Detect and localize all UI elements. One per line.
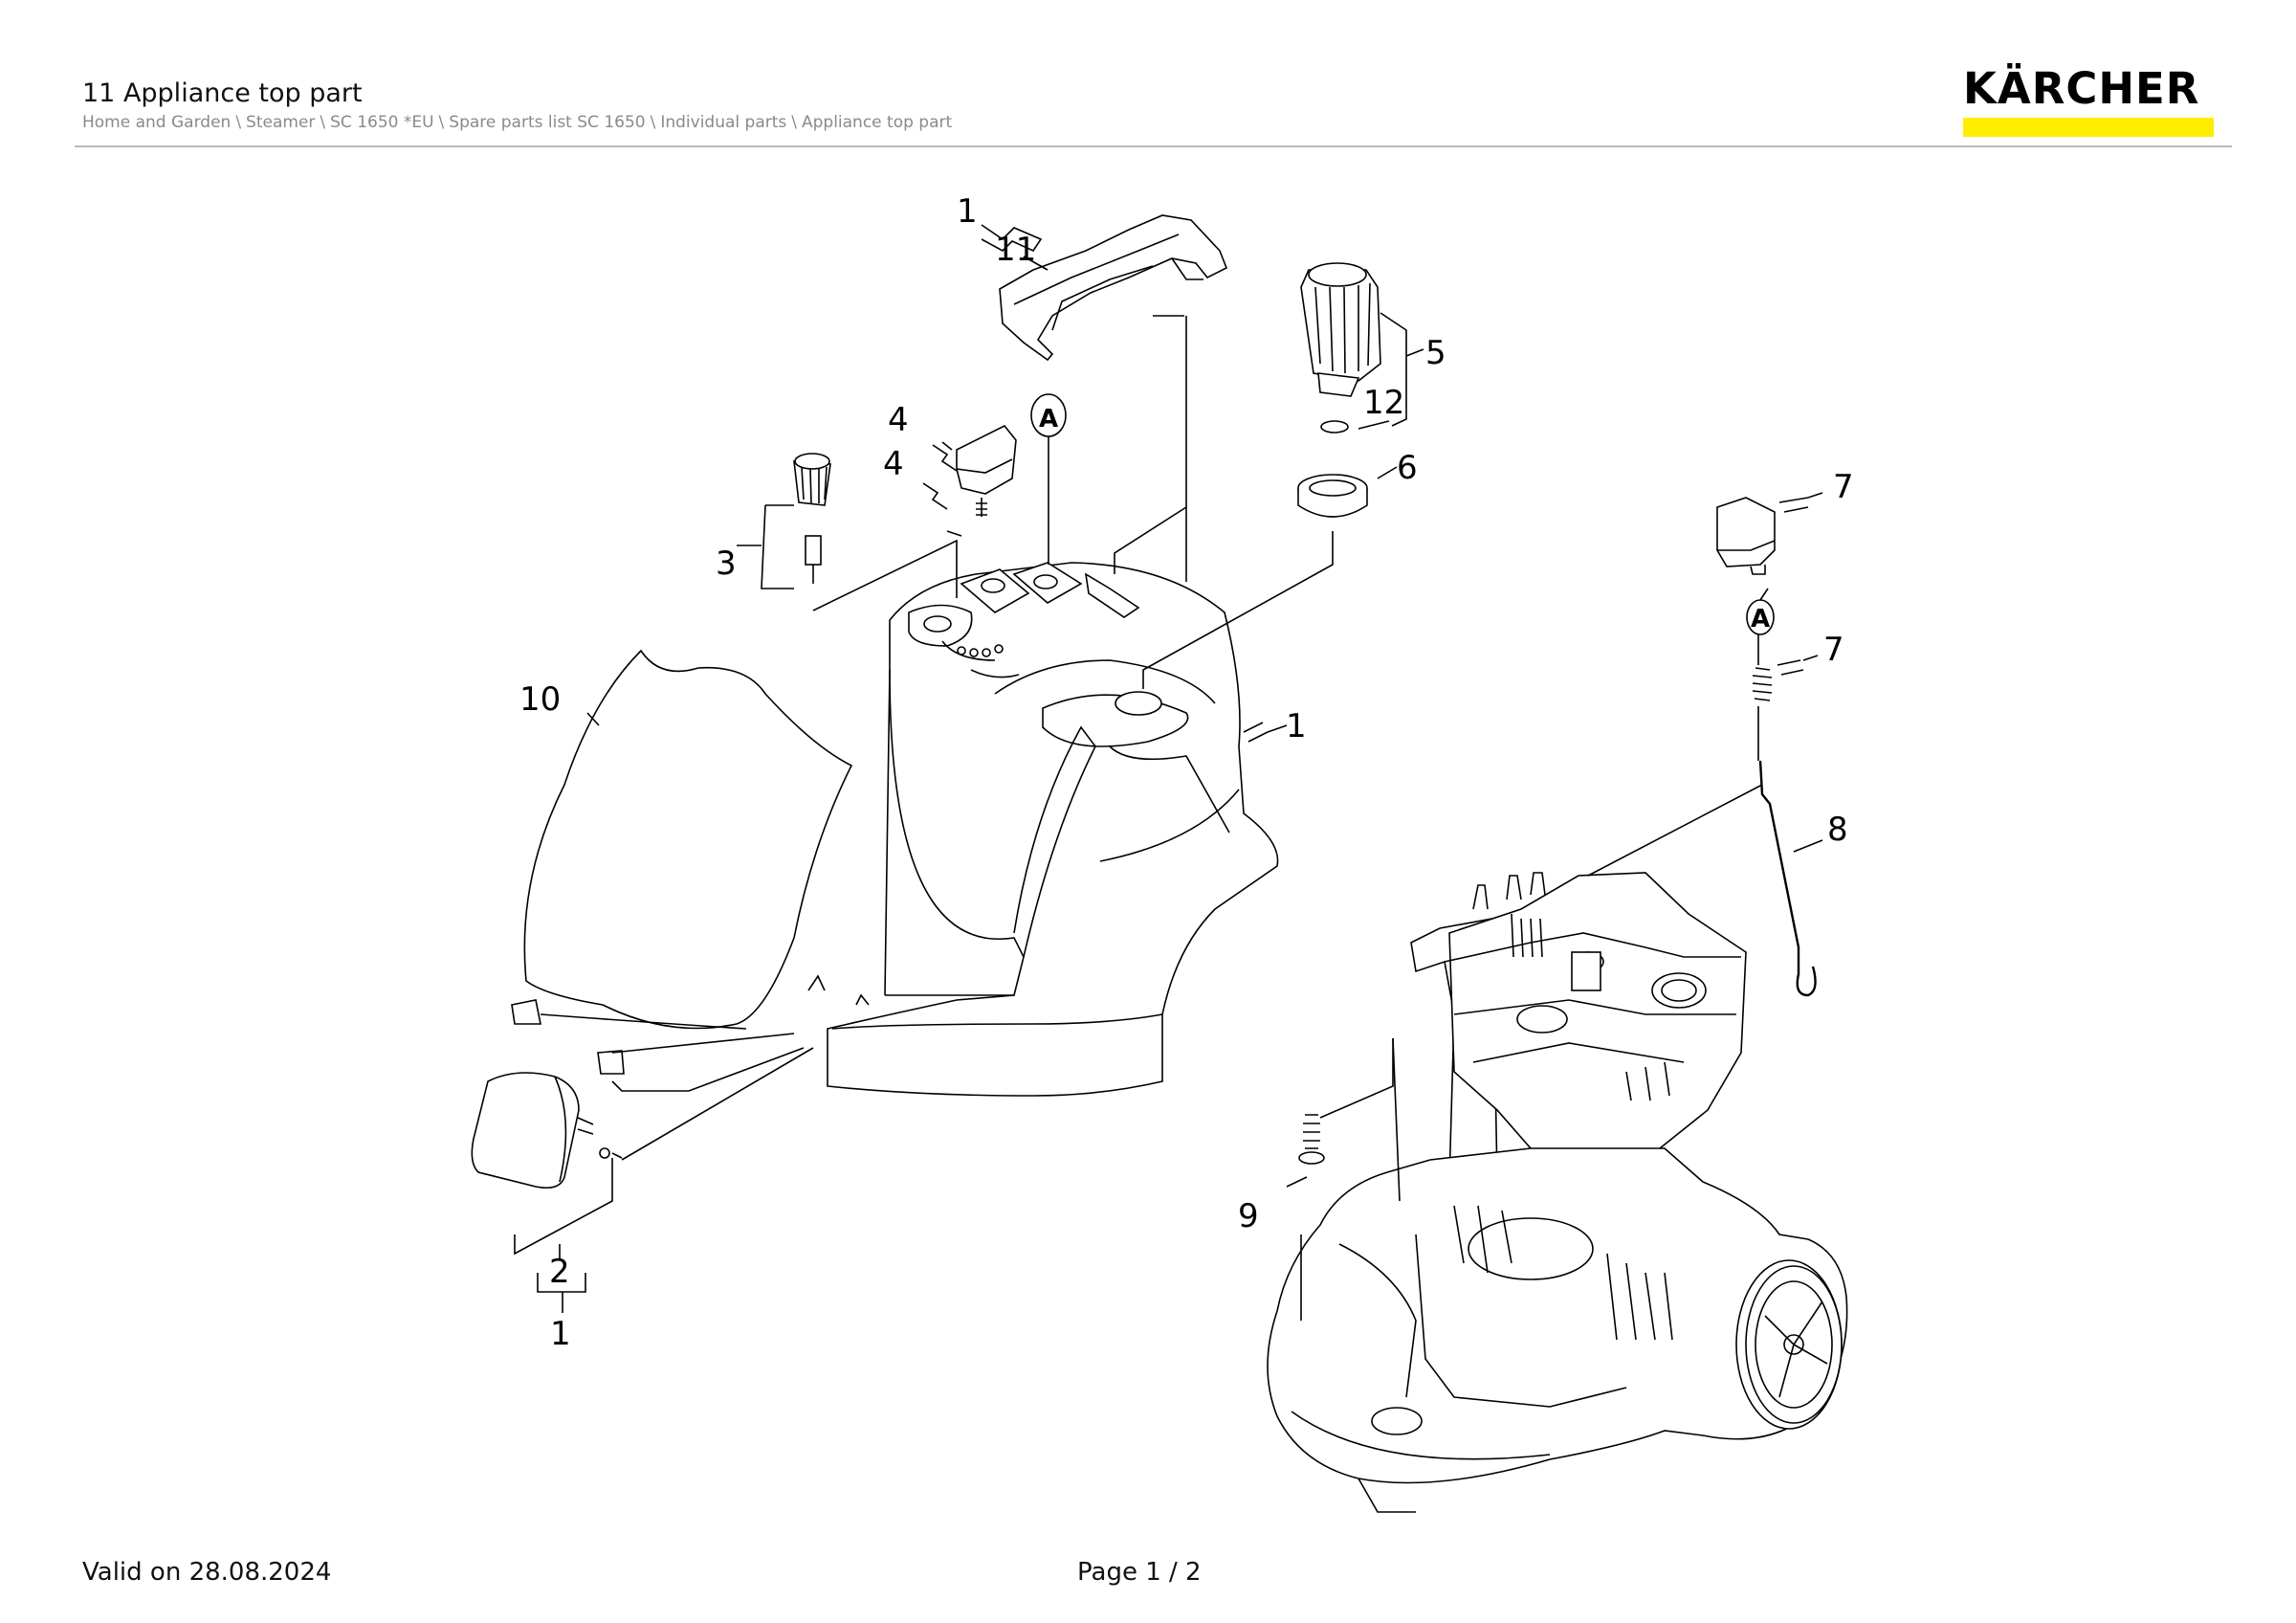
karcher-logo: KÄRCHER (1963, 67, 2216, 137)
logo-wordmark: KÄRCHER (1963, 63, 2200, 114)
breadcrumb-item-individual-parts[interactable]: Individual parts (660, 113, 787, 132)
logo-yellow-bar (1963, 118, 2214, 137)
callout-4-a: 4 (888, 401, 909, 439)
callout-A-right: A (1751, 605, 1770, 634)
callout-12: 12 (1363, 384, 1404, 422)
knob-part-drawing (1297, 262, 1381, 518)
breadcrumb-separator: \ (438, 113, 445, 132)
breadcrumb-item-model[interactable]: SC 1650 *EU (330, 113, 434, 132)
callout-7-b: 7 (1823, 631, 1844, 669)
callout-1-top: 1 (957, 192, 978, 231)
callout-4-b: 4 (883, 445, 904, 483)
callout-1-bottom: 1 (550, 1315, 571, 1353)
callout-8: 8 (1827, 811, 1848, 849)
validity-date: Valid on 28.08.2024 (82, 1558, 332, 1587)
callout-2: 2 (549, 1253, 570, 1291)
breadcrumb: Home and Garden\Steamer\SC 1650 *EU\Spar… (82, 113, 952, 132)
callout-1-right: 1 (1286, 707, 1307, 745)
callout-11: 11 (995, 231, 1036, 269)
side-cap-part-drawing (471, 1072, 623, 1189)
callout-10: 10 (519, 680, 561, 719)
body-shell-part-drawing (807, 562, 1279, 1097)
callout-3: 3 (716, 545, 737, 583)
breadcrumb-separator: \ (650, 113, 656, 132)
base-unit-part-drawing (1267, 497, 1848, 1513)
header-divider (75, 145, 2232, 147)
callout-5: 5 (1425, 334, 1446, 372)
page-number: Page 1 / 2 (1077, 1558, 1202, 1587)
breadcrumb-separator: \ (320, 113, 326, 132)
callout-6: 6 (1397, 449, 1418, 487)
breadcrumb-separator: \ (791, 113, 797, 132)
breadcrumb-item-appliance-top-part: Appliance top part (801, 113, 953, 132)
leader-lines (514, 224, 1823, 1313)
button-cap-part-drawing (956, 393, 1067, 517)
handle-part-drawing (999, 214, 1228, 362)
callout-7-a: 7 (1833, 468, 1854, 506)
breadcrumb-item-steamer[interactable]: Steamer (246, 113, 316, 132)
breadcrumb-item-spare-parts-list[interactable]: Spare parts list SC 1650 (449, 113, 646, 132)
page-title: 11 Appliance top part (82, 78, 363, 108)
callout-9: 9 (1238, 1197, 1259, 1235)
front-cover-part-drawing (511, 649, 853, 1075)
breadcrumb-separator: \ (235, 113, 242, 132)
callout-A-top: A (1039, 405, 1058, 434)
small-knob-part-drawing (793, 453, 831, 584)
breadcrumb-item-home-and-garden[interactable]: Home and Garden (82, 113, 232, 132)
